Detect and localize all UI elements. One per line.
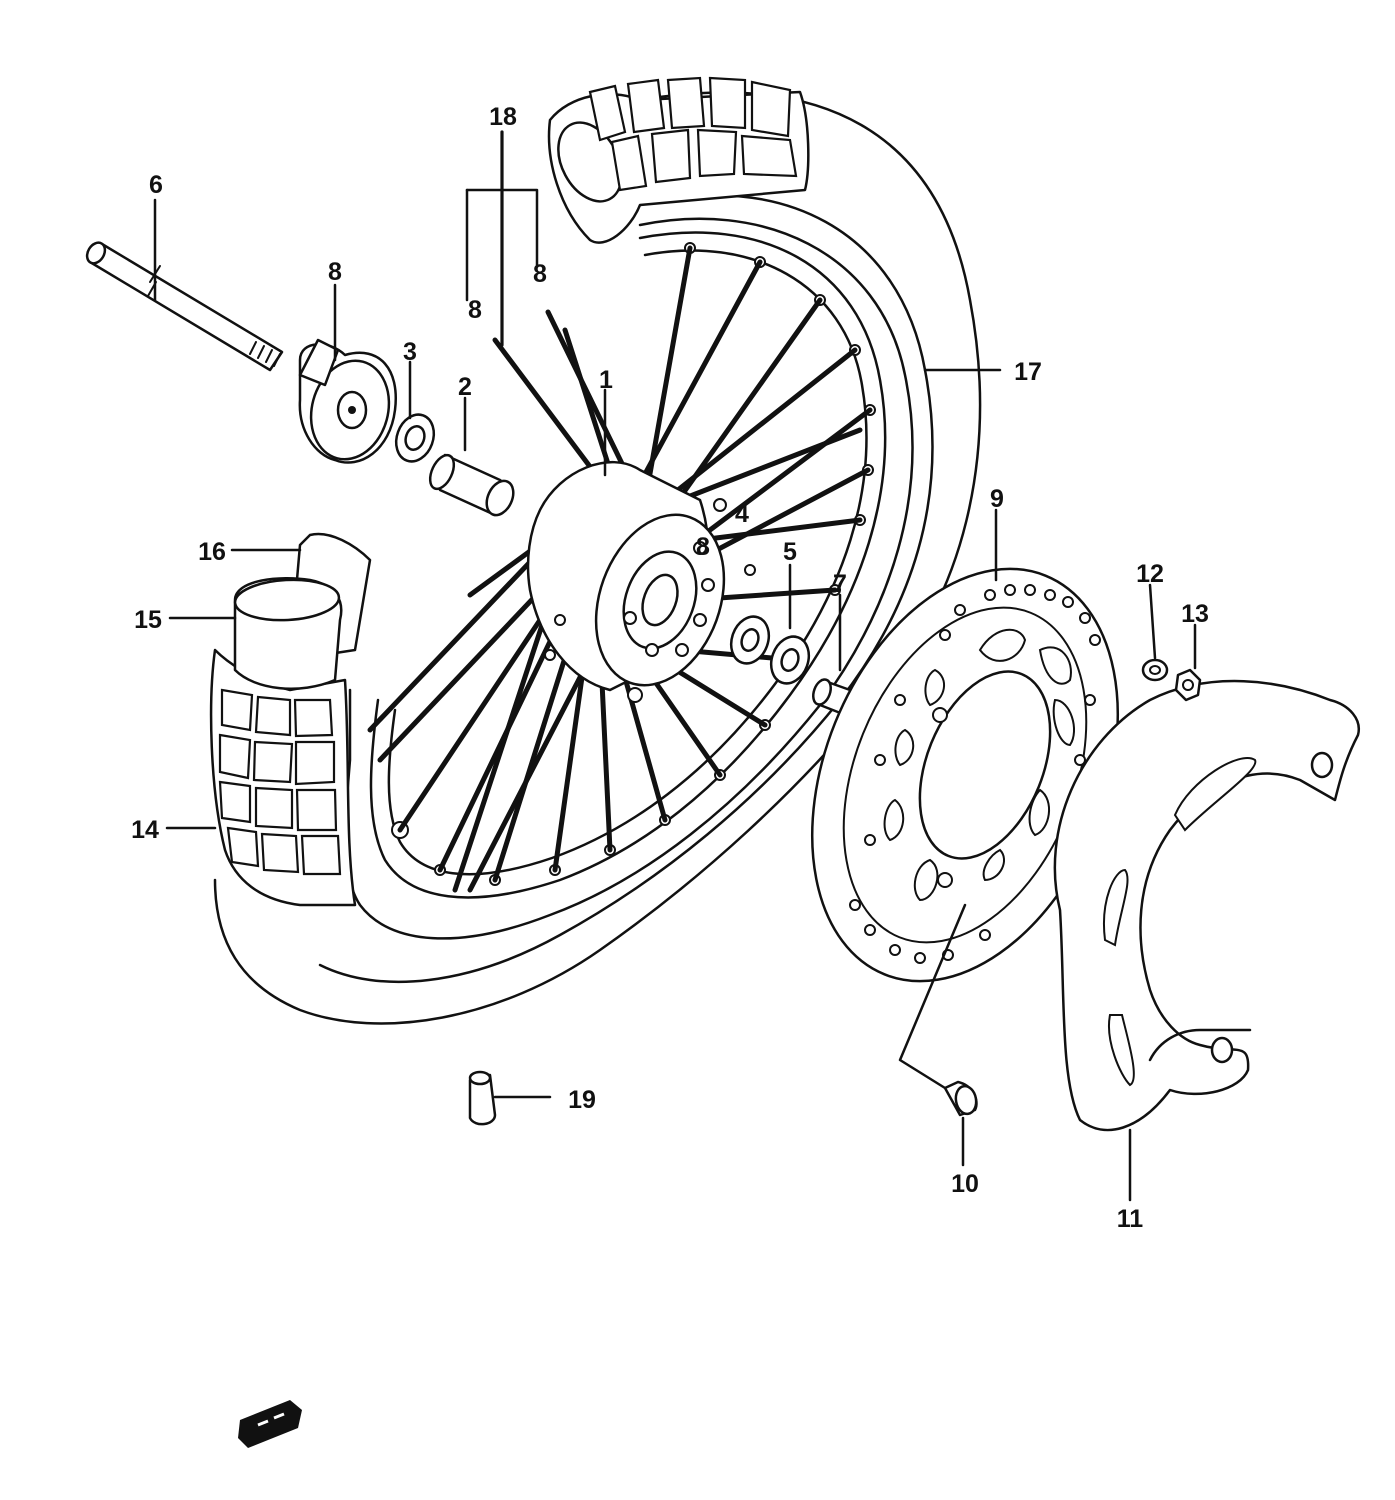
callout-18: 18: [489, 103, 517, 131]
callout-17: 17: [1014, 358, 1042, 386]
bracket-18: [465, 130, 539, 347]
callout-14: 14: [131, 816, 159, 844]
callout-7: 7: [833, 570, 847, 598]
hub-spacers-right: [729, 615, 860, 718]
callout-6: 6: [149, 171, 163, 199]
corner-tag-mark: [238, 1400, 302, 1448]
brake-disc: [810, 567, 1120, 983]
callout-5: 5: [783, 538, 797, 566]
nut: [1174, 668, 1202, 702]
callout-15: 15: [134, 606, 162, 634]
callouts: 1 2 3 4 5 6 7 8 9 10 11 12 13 14 15 16 1…: [131, 103, 1209, 1233]
callout-12: 12: [1136, 560, 1164, 588]
bearing: [394, 413, 436, 463]
valve-cap: [468, 1070, 497, 1126]
axle: [85, 241, 284, 372]
callout-1: 1: [599, 366, 613, 394]
disc-cover: [1053, 679, 1361, 1132]
disc-bolt: [943, 1080, 978, 1117]
callout-11: 11: [1117, 1205, 1144, 1233]
disc-holes: [849, 584, 1101, 964]
callout-10: 10: [951, 1170, 979, 1198]
tire-cut-bottom: [209, 648, 357, 907]
callout-2: 2: [458, 373, 472, 401]
tire-cut-top: [547, 76, 810, 244]
callout-16: 16: [198, 538, 226, 566]
callout-8: 8: [328, 258, 342, 286]
tube: [233, 576, 343, 690]
callout-3: 3: [403, 338, 417, 366]
tire: [209, 76, 982, 1025]
inline-mark-8-right: 8: [533, 260, 547, 288]
callout-13: 13: [1181, 600, 1209, 628]
callout-4: 4: [735, 500, 749, 528]
hub: [526, 460, 756, 703]
leader-lines: [153, 198, 1197, 1202]
disc-slots: [883, 628, 1075, 902]
washer: [1141, 658, 1169, 682]
inline-mark-8-left: 8: [468, 296, 482, 324]
callout-9: 9: [990, 485, 1004, 513]
spacer: [428, 453, 515, 517]
speedometer-gearbox: [298, 338, 398, 464]
inline-mark-8-hub: 8: [696, 533, 710, 561]
callout-19: 19: [568, 1086, 596, 1114]
